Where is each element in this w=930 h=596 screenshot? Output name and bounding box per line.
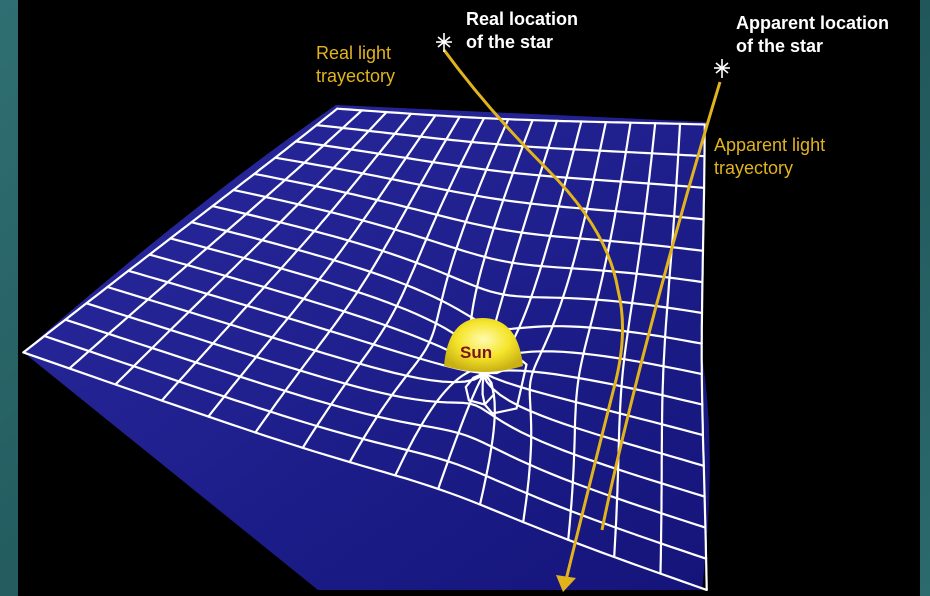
spacetime-sheet [23, 105, 710, 590]
real-light-line2: trayectory [316, 66, 396, 86]
grid-line-horizontal [294, 140, 706, 189]
grid-line-horizontal [190, 221, 703, 345]
grid-line-vertical [301, 117, 486, 449]
real-light-arrowhead [556, 575, 576, 592]
grid-line-horizontal [43, 334, 708, 560]
spacetime-grid [22, 107, 708, 591]
spacetime-diagram [22, 33, 730, 592]
grid-line-vertical [659, 122, 682, 575]
apparent-location-line1: Apparent location [736, 13, 890, 33]
grid-line-horizontal [22, 351, 708, 591]
grid-line-vertical [613, 122, 657, 559]
real-light-line1: Real light [316, 43, 392, 63]
grid-line-vertical [254, 115, 461, 434]
grid-line-vertical [700, 123, 708, 591]
apparent-location-line2: of the star [736, 36, 824, 56]
grid-line-vertical [207, 114, 437, 418]
real-location-label: Real location of the star [466, 8, 578, 54]
sun [444, 318, 523, 372]
real-star-icon [436, 33, 452, 52]
grid-line-horizontal [253, 172, 705, 252]
diagram-canvas: Real location of the star Apparent locat… [18, 0, 920, 596]
grid-line-horizontal [315, 124, 706, 158]
apparent-light-line1: Apparent light [714, 135, 826, 155]
grid-line-vertical [348, 118, 510, 464]
apparent-location-label: Apparent location of the star [736, 12, 889, 58]
apparent-light-line2: trayectory [714, 158, 794, 178]
grid-line-vertical [567, 121, 632, 541]
real-location-line2: of the star [466, 32, 554, 52]
grid-line-horizontal [232, 188, 704, 284]
real-light-label: Real light trayectory [316, 42, 395, 88]
grid-line-vertical [114, 111, 388, 386]
grid-line-horizontal [64, 318, 707, 529]
real-light-trajectory [442, 49, 624, 581]
sun-label: Sun [460, 343, 493, 362]
apparent-light-trajectory [600, 81, 722, 531]
grid-line-vertical [68, 109, 363, 370]
apparent-star-icon [714, 59, 730, 78]
real-location-line1: Real location [466, 9, 579, 29]
grid-line-horizontal [106, 285, 705, 467]
grid-line-vertical [22, 107, 339, 354]
apparent-light-label: Apparent light trayectory [714, 134, 825, 180]
grid-line-horizontal [274, 156, 705, 221]
grid-line-horizontal [211, 205, 704, 315]
grid-line-vertical [160, 112, 413, 402]
grid-line-horizontal [336, 107, 706, 126]
grid-line-vertical [522, 121, 607, 524]
